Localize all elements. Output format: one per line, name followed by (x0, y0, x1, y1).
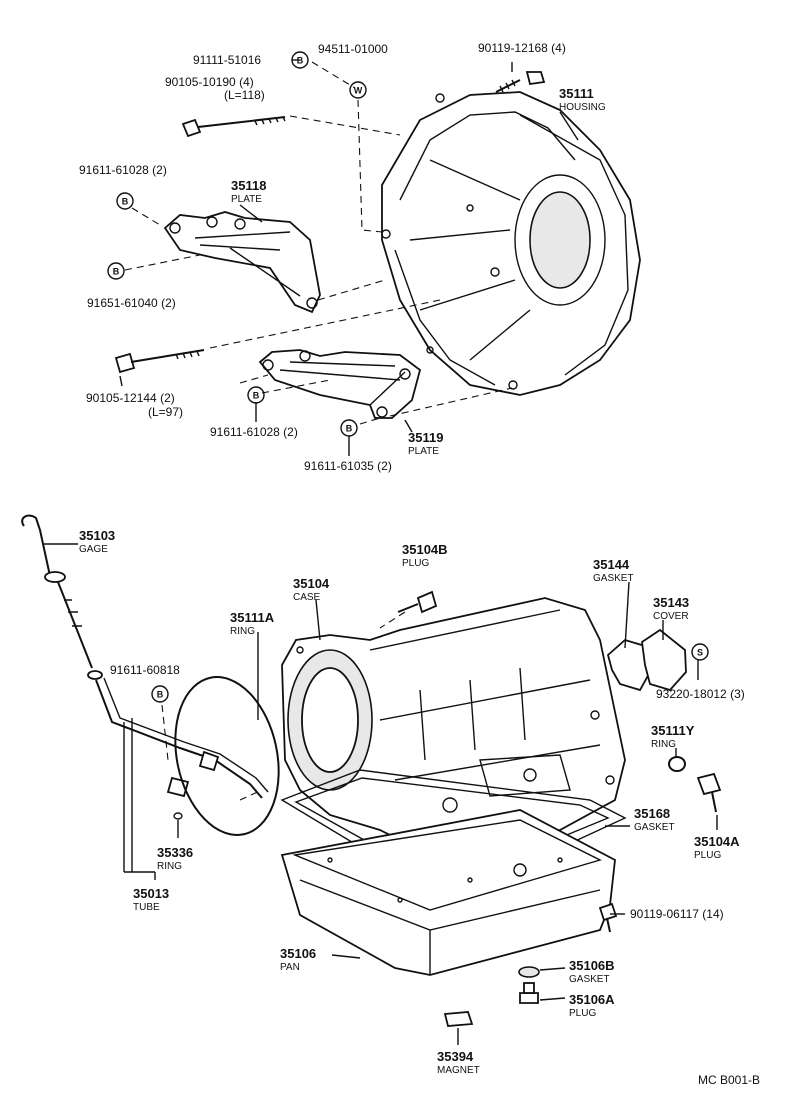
ring-35336 (173, 812, 183, 820)
label-35336-name: RING (157, 861, 182, 872)
label-35104b-name: PLUG (402, 558, 429, 569)
case-35104 (281, 597, 626, 851)
tube-35013 (87, 670, 269, 799)
label-35111: 35111 (559, 86, 594, 101)
screw-symbol-letter: S (697, 648, 703, 658)
bolt-symbol-letter: B (157, 690, 164, 700)
washer-symbol-94511-01000: W (349, 81, 367, 99)
label-91611-61028-top: 91611-61028 (2) (79, 163, 167, 177)
bolt-symbol-letter: B (113, 267, 120, 277)
bolt-90105-12144 (114, 349, 205, 374)
label-91651-61040: 91651-61040 (2) (87, 296, 176, 310)
ring-35111y (668, 756, 686, 772)
label-35111a: 35111A (230, 610, 275, 625)
label-91611-61028-bottom: 91611-61028 (2) (210, 425, 298, 439)
housing-35111 (381, 91, 641, 396)
bolt-symbol-91611-61035: B (340, 419, 358, 437)
bolt-symbol-91611-60818: B (151, 685, 169, 703)
bolt-symbol-letter: B (122, 197, 129, 207)
label-35394-name: MAGNET (437, 1065, 480, 1076)
bolt-symbol-91611-61028-bottom: B (247, 386, 265, 404)
diagram-code: MC B001-B (698, 1073, 760, 1087)
label-35168: 35168 (634, 806, 670, 821)
label-35104-name: CASE (293, 592, 321, 603)
gasket-35144 (606, 638, 651, 692)
bolt-symbol-91111-51016: B (291, 51, 309, 69)
label-35106-name: PAN (280, 962, 300, 973)
bolt-symbol-letter: B (346, 424, 353, 434)
label-90119-06117: 90119-06117 (14) (630, 907, 724, 921)
label-94511-01000: 94511-01000 (318, 42, 388, 56)
bolt-symbol-letter: B (297, 56, 304, 66)
label-90105-12144: 90105-12144 (2) (86, 391, 175, 405)
label-35104b: 35104B (402, 542, 448, 557)
bottom-assembly-leader-lines (44, 543, 718, 1045)
bolt-symbol-letter: B (253, 391, 260, 401)
bolt-90119-12168 (495, 71, 546, 93)
label-35143: 35143 (653, 595, 689, 610)
label-91611-61035: 91611-61035 (2) (304, 459, 392, 473)
ring-35111a (174, 676, 280, 836)
top-assembly-dash-lines (124, 61, 513, 425)
label-90119-12168: 90119-12168 (4) (478, 41, 566, 55)
gage-35103 (21, 514, 93, 669)
plate-35119 (258, 349, 422, 419)
bolt-symbol-91651-61040: B (107, 262, 125, 280)
label-35144-name: GASKET (593, 573, 634, 584)
label-35394: 35394 (437, 1049, 474, 1064)
label-35104: 35104 (293, 576, 330, 591)
label-35106a-name: PLUG (569, 1008, 596, 1019)
magnet-35394 (443, 1011, 474, 1027)
label-90105-10190-length: (L=118) (224, 88, 265, 102)
label-91111-51016: 91111-51016 (193, 53, 261, 67)
label-35168-name: GASKET (634, 822, 675, 833)
plate-35118 (163, 211, 321, 314)
label-35144: 35144 (593, 557, 630, 572)
label-91611-60818: 91611-60818 (110, 663, 180, 677)
plug-35104a (696, 772, 722, 813)
label-35106b-name: GASKET (569, 974, 610, 985)
label-35106a: 35106A (569, 992, 615, 1007)
bolt-symbol-91611-61028-top: B (116, 192, 134, 210)
label-93220-18012: 93220-18012 (3) (656, 687, 745, 701)
label-35104a-name: PLUG (694, 850, 721, 861)
washer-symbol-letter: W (354, 86, 363, 96)
bottom-assembly-dash-lines (161, 611, 406, 801)
label-35104a: 35104A (694, 834, 740, 849)
label-35111y-name: RING (651, 739, 676, 750)
top-assembly-leader-lines (119, 59, 579, 456)
label-35119-name: PLATE (408, 446, 439, 457)
cover-35143 (641, 628, 687, 692)
label-35118: 35118 (231, 178, 266, 193)
label-90105-10190: 90105-10190 (4) (165, 75, 254, 89)
pan-35106 (280, 809, 616, 976)
label-35119: 35119 (408, 430, 443, 445)
gasket-35106b (518, 966, 540, 978)
label-35111a-name: RING (230, 626, 255, 637)
label-35013: 35013 (133, 886, 169, 901)
plug-35104b (397, 590, 438, 614)
bolt-90119-06117 (598, 902, 618, 933)
label-35106b: 35106B (569, 958, 615, 973)
label-35143-name: COVER (653, 611, 689, 622)
label-35106: 35106 (280, 946, 316, 961)
label-35111-name: HOUSING (559, 102, 606, 113)
label-35013-name: TUBE (133, 902, 160, 913)
label-35336: 35336 (157, 845, 193, 860)
label-35103-name: GAGE (79, 544, 108, 555)
label-35103: 35103 (79, 528, 115, 543)
bolt-90105-10190 (181, 116, 286, 138)
label-35111y: 35111Y (651, 723, 695, 738)
screw-symbol-93220-18012: S (691, 643, 709, 661)
plug-35106a (519, 982, 539, 1004)
label-90105-12144-length: (L=97) (148, 405, 183, 419)
label-35118-name: PLATE (231, 194, 262, 205)
